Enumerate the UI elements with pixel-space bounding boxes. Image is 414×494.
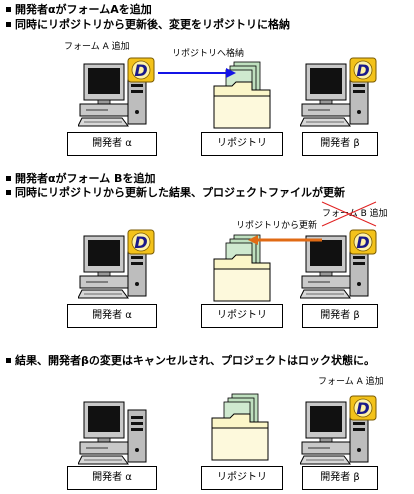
section1-line1: 開発者αがフォームAを追加 bbox=[6, 3, 152, 17]
computer-icon-alpha bbox=[78, 222, 158, 302]
label-developer-alpha: 開発者 α bbox=[67, 304, 157, 328]
bullet-icon bbox=[6, 21, 11, 27]
bullet-icon bbox=[6, 6, 11, 12]
strike-cross-icon bbox=[321, 201, 377, 227]
computer-icon-beta bbox=[300, 388, 380, 468]
label-developer-beta: 開発者 β bbox=[302, 132, 378, 156]
bullet-icon bbox=[6, 357, 11, 363]
computer-icon-beta bbox=[300, 50, 380, 130]
repository-folder-icon bbox=[210, 392, 270, 462]
label-repository: リポジトリ bbox=[201, 466, 283, 490]
arrow-label-store: リポジトリへ格納 bbox=[172, 49, 245, 59]
update-arrow bbox=[248, 235, 322, 245]
form-b-added-note: フォーム B 追加 bbox=[322, 209, 388, 219]
label-repository: リポジトリ bbox=[201, 304, 283, 328]
store-arrow bbox=[158, 68, 236, 78]
label-developer-beta: 開発者 β bbox=[302, 304, 378, 328]
form-a-added-note: フォーム A 追加 bbox=[318, 377, 384, 387]
computer-icon-alpha bbox=[78, 388, 158, 468]
form-a-added-note: フォーム A 追加 bbox=[64, 42, 130, 52]
computer-icon-alpha bbox=[78, 50, 158, 130]
arrow-label-update: リポジトリから更新 bbox=[236, 221, 318, 231]
label-developer-alpha: 開発者 α bbox=[67, 132, 157, 156]
section1-line2: 同時にリポジトリから更新後、変更をリポジトリに格納 bbox=[6, 18, 290, 32]
section2-line2: 同時にリポジトリから更新した結果、プロジェクトファイルが更新 bbox=[6, 186, 345, 200]
bullet-icon bbox=[6, 189, 11, 195]
label-developer-alpha: 開発者 α bbox=[67, 466, 157, 490]
section2-line1: 開発者αがフォーム Bを追加 bbox=[6, 172, 155, 186]
label-developer-beta: 開発者 β bbox=[302, 466, 378, 490]
section3-line1: 結果、開発者βの変更はキャンセルされ、プロジェクトはロック状態に。 bbox=[6, 354, 375, 368]
bullet-icon bbox=[6, 175, 11, 181]
label-repository: リポジトリ bbox=[201, 132, 283, 156]
